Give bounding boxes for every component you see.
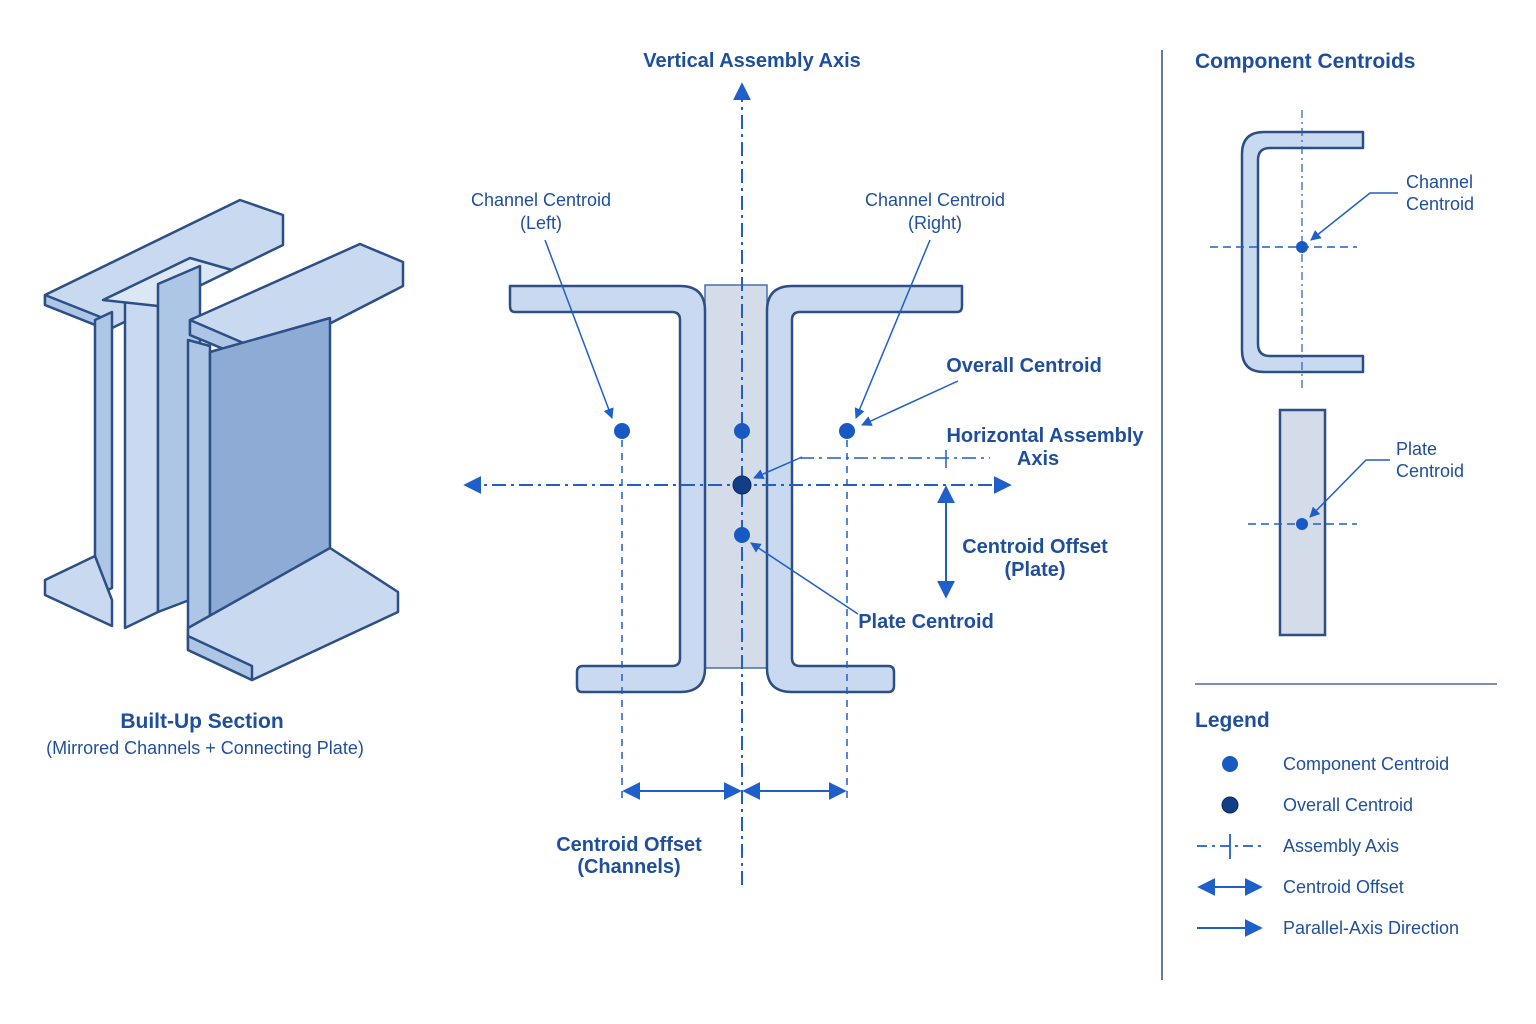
leader-channel-right	[854, 239, 931, 419]
horizontal-axis-label-1: Horizontal Assembly	[946, 425, 1144, 447]
horizontal-axis-label-2: Axis	[1017, 448, 1059, 470]
vertical-axis-label: Vertical Assembly Axis	[643, 50, 861, 72]
front-channel-web	[186, 338, 212, 652]
overall-centroid	[732, 475, 752, 495]
channel-left-label-1: Channel Centroid	[471, 190, 611, 210]
legend-item-label: Component Centroid	[1283, 754, 1449, 774]
channel-right-label-2: (Right)	[908, 213, 962, 233]
plate-centroid-label: Plate Centroid	[858, 611, 994, 633]
channel-right-label-1: Channel Centroid	[865, 190, 1005, 210]
legend-item-label: Parallel-Axis Direction	[1283, 918, 1459, 938]
leader-overall	[861, 380, 959, 426]
channel-offset-label-2: (Channels)	[577, 856, 680, 878]
channel-centroid-leader	[1310, 192, 1398, 241]
section-title: Built-Up Section	[120, 710, 283, 733]
plate-centroid-label-1: Plate	[1396, 439, 1437, 459]
front-channel-bottom-flange-front	[186, 634, 254, 682]
legend-item-label: Assembly Axis	[1283, 836, 1399, 856]
channel-centroid-label-2: Centroid	[1406, 194, 1474, 214]
channel-offset-label-1: Centroid Offset	[556, 834, 702, 856]
back-channel-bottom-flange	[43, 554, 114, 628]
left-channel-centroid	[614, 423, 630, 439]
isometric-section	[43, 198, 405, 682]
plate-centroid-label-2: Centroid	[1396, 461, 1464, 481]
right-channel	[765, 284, 964, 694]
plate-centroid	[734, 527, 750, 543]
upper-plate-centroid	[734, 423, 750, 439]
legend-item-label: Overall Centroid	[1283, 795, 1413, 815]
leader-channel-left	[544, 239, 614, 419]
assembly-axis-symbol-icon	[1197, 834, 1262, 859]
channel-centroid-label-1: Channel	[1406, 172, 1473, 192]
right-channel-centroid	[839, 423, 855, 439]
leader-overall-to-center	[753, 456, 803, 480]
isolated-channel-centroid	[1296, 241, 1308, 253]
plate-offset-label-2: (Plate)	[1004, 559, 1065, 581]
plate-front-face	[123, 282, 160, 630]
legend-title: Legend	[1195, 709, 1270, 732]
channel-left-label-2: (Left)	[520, 213, 562, 233]
section-subtitle: (Mirrored Channels + Connecting Plate)	[46, 738, 364, 758]
back-channel-web	[93, 310, 114, 598]
plate-centroid-leader	[1309, 459, 1390, 518]
legend-item-label: Centroid Offset	[1283, 877, 1404, 897]
left-channel	[508, 284, 707, 694]
component-centroid-dot-icon	[1222, 756, 1238, 772]
leader-plate	[750, 542, 859, 615]
overall-centroid-dot-icon	[1221, 796, 1239, 814]
plate-offset-label-1: Centroid Offset	[962, 536, 1108, 558]
isolated-plate-centroid	[1296, 518, 1308, 530]
isolated-channel	[1240, 130, 1365, 374]
component-centroids-title: Component Centroids	[1195, 50, 1416, 73]
overall-centroid-label: Overall Centroid	[946, 355, 1102, 377]
